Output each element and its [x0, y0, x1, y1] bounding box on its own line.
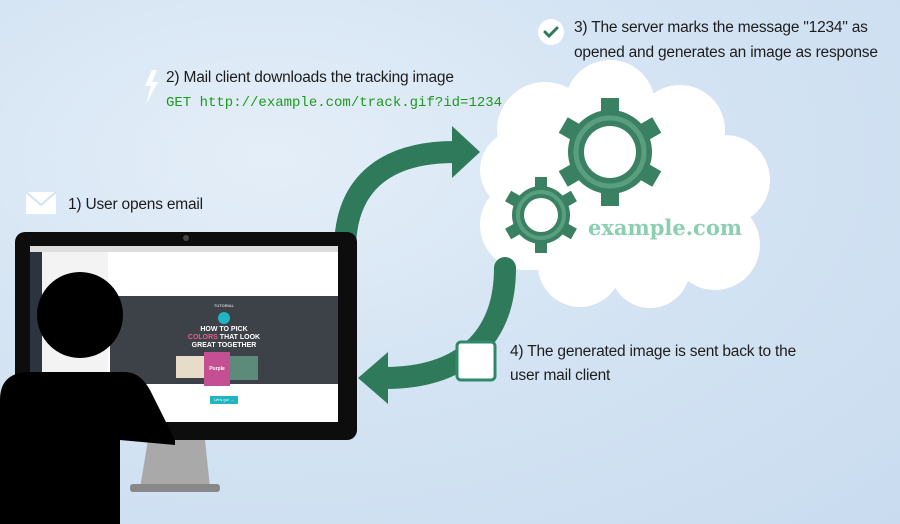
- check-icon: [538, 19, 564, 45]
- step-4-line-2: user mail client: [510, 367, 611, 384]
- step-3-line-2: opened and generates an image as respons…: [574, 44, 878, 61]
- envelope-icon: [25, 191, 57, 214]
- tracking-request: GET http://example.com/track.gif?id=1234: [166, 95, 503, 111]
- step-2-label: 2) Mail client downloads the tracking im…: [166, 69, 454, 86]
- menu-bar: [30, 246, 338, 252]
- headline-2: COLORS THAT LOOK: [187, 334, 261, 341]
- headline-1: HOW TO PICK: [200, 326, 248, 333]
- gear-large-icon: [558, 98, 662, 206]
- lightning-icon: [145, 70, 158, 104]
- arrow-request: [334, 126, 480, 261]
- step-4-line-1: 4) The generated image is sent back to t…: [510, 343, 796, 360]
- step-1-label: 1) User opens email: [68, 196, 203, 213]
- card-purple: Purple: [204, 352, 230, 386]
- step-3-line-1: 3) The server marks the message "1234" a…: [574, 19, 868, 36]
- generated-image-icon: [455, 340, 497, 382]
- gear-small-icon: [505, 177, 577, 253]
- tutorial-label: TUTORIAL: [213, 303, 235, 308]
- email-banner: TUTORIAL HOW TO PICK COLORS THAT LOOK GR…: [110, 296, 338, 386]
- cta-button[interactable]: Let's go! →: [210, 396, 238, 404]
- server-domain: example.com: [588, 215, 743, 240]
- headline-3: GREAT TOGETHER: [191, 342, 257, 349]
